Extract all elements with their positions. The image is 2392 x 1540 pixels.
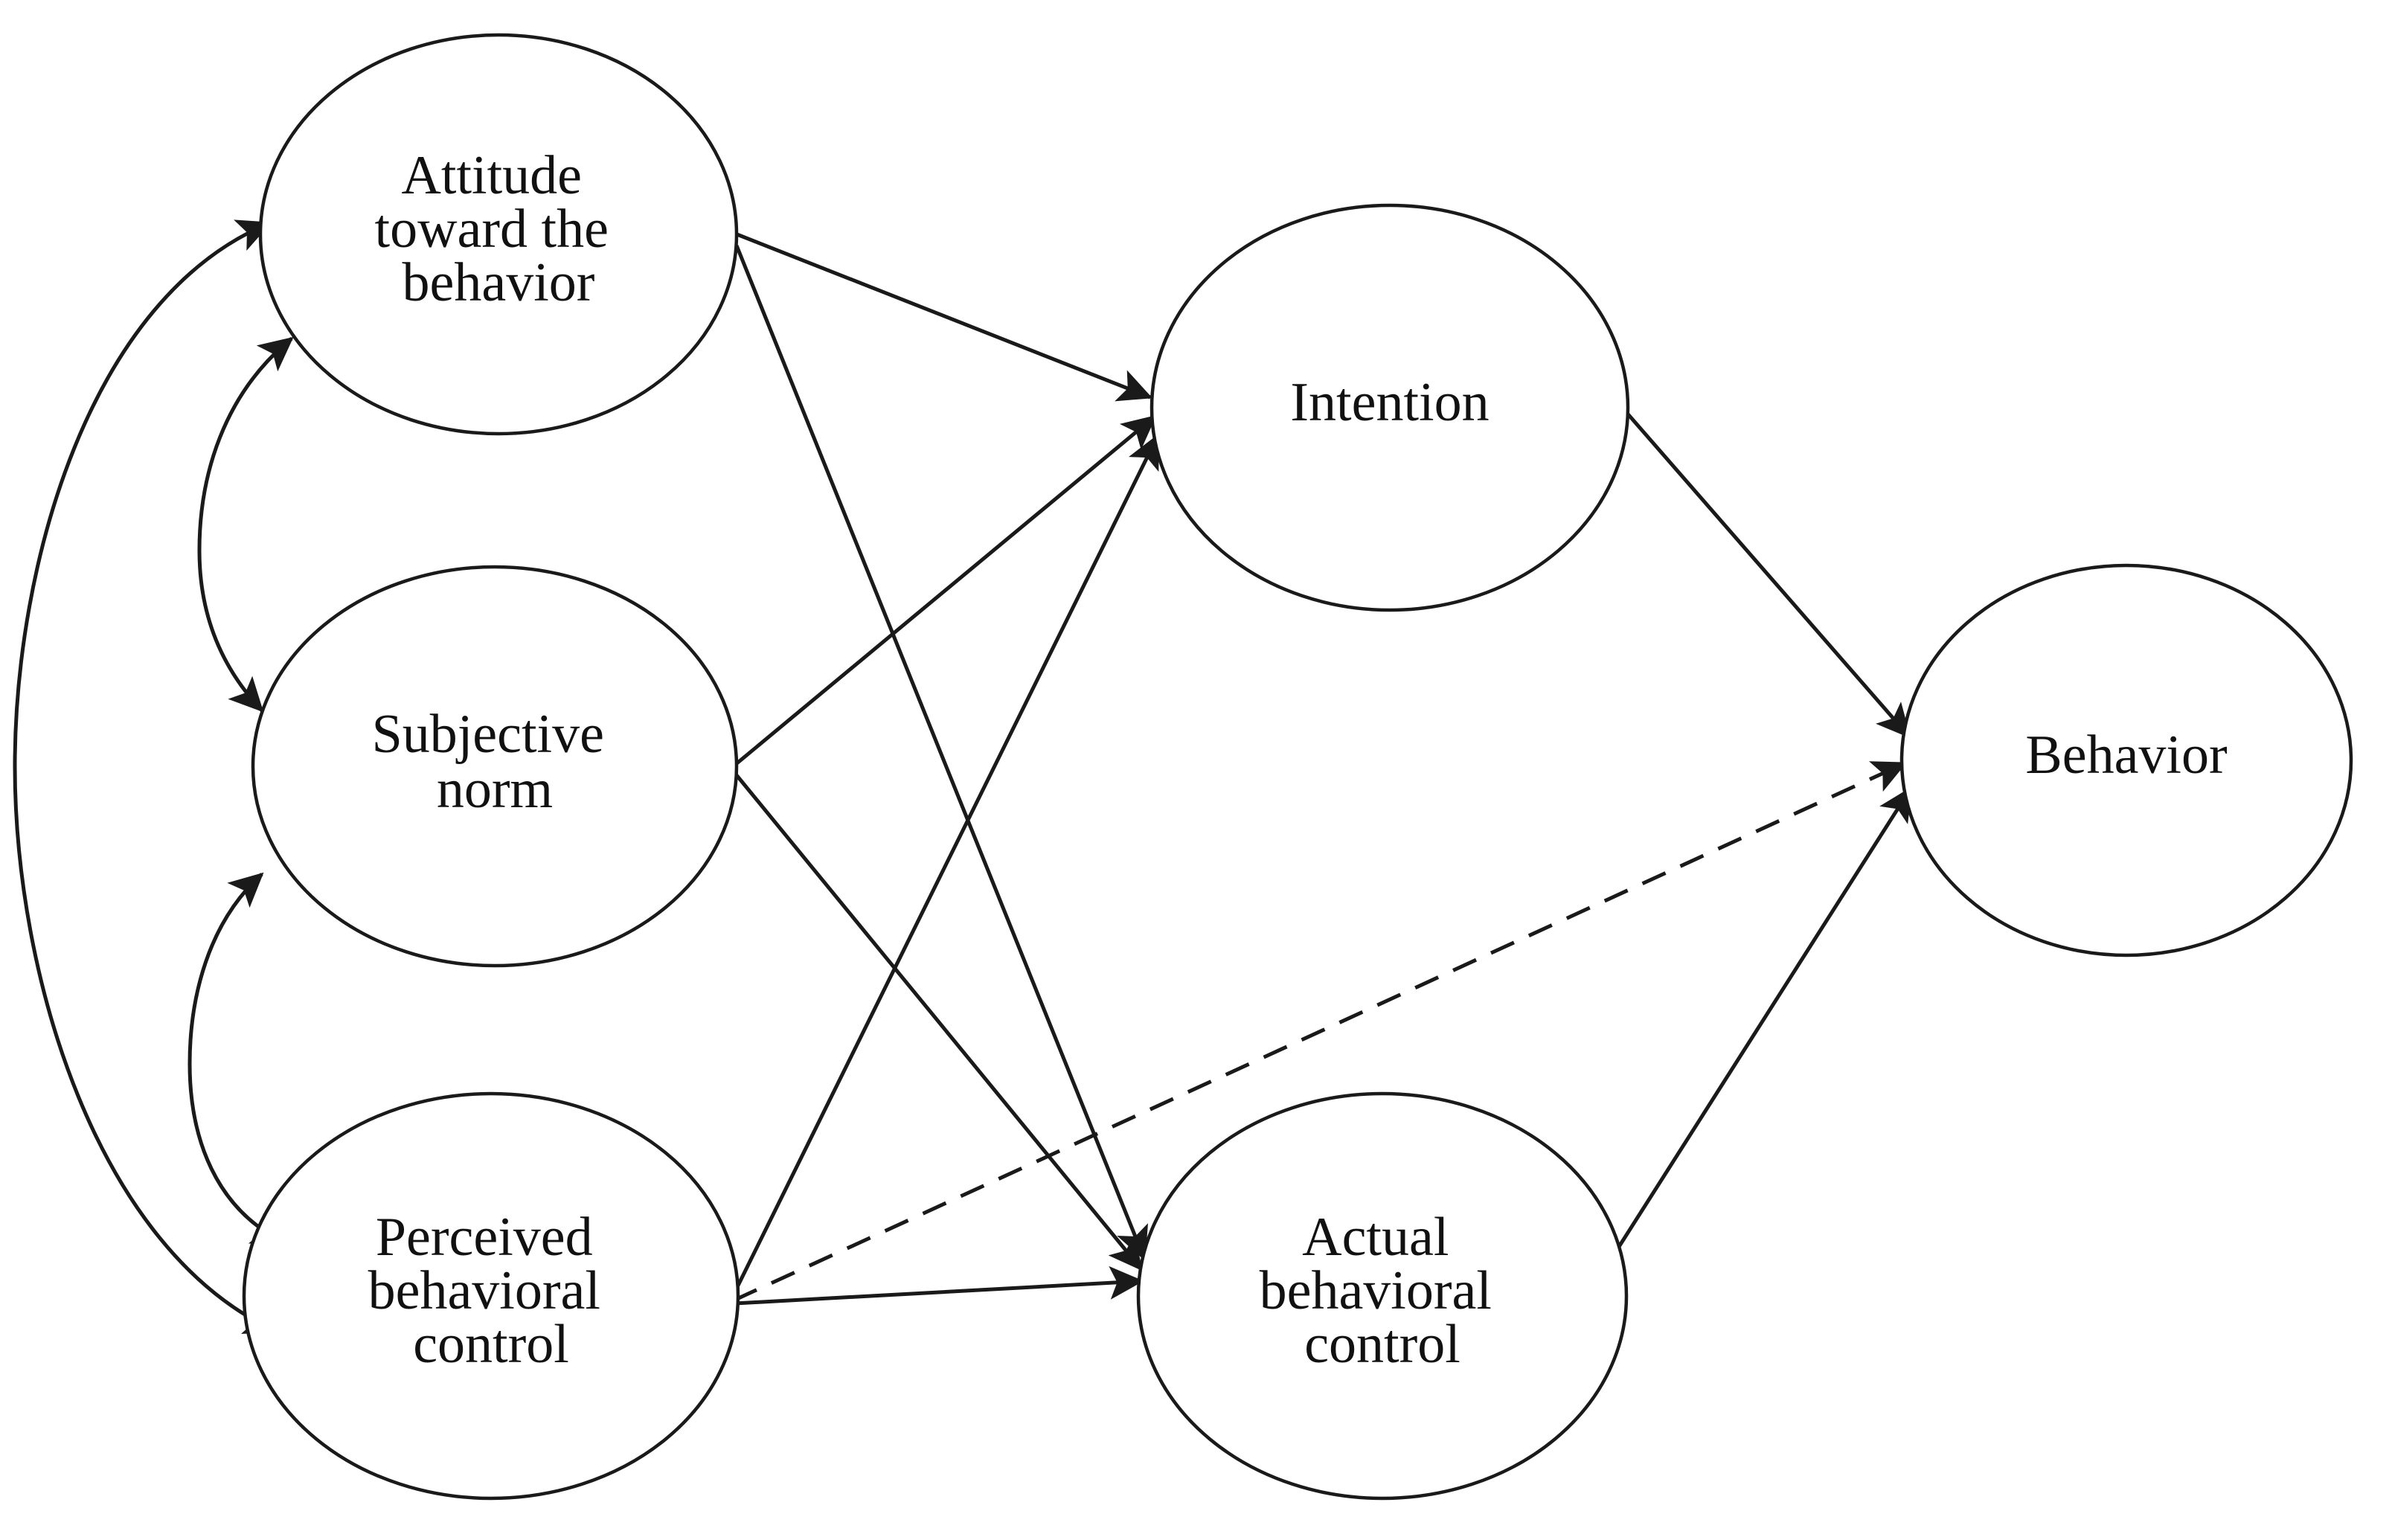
node-intention-label: Intention: [1290, 372, 1489, 433]
node-actual-behavioral-control[interactable]: Actual behavioral control: [1136, 1091, 1629, 1501]
node-actual-behavioral-control-label: Actual behavioral control: [1260, 1207, 1506, 1375]
node-behavior-label: Behavior: [2025, 725, 2227, 786]
node-attitude[interactable]: Attitude toward the behavior: [258, 33, 739, 436]
edge-attitude-to-actual-behavioral-control: [734, 245, 1149, 1262]
node-subjective-norm-ellipse: [251, 565, 739, 968]
edge-pbc-to-actual-behavioral-control: [734, 1265, 1144, 1306]
edge-subjective-norm-to-actual-behavioral-control: [735, 774, 1144, 1271]
node-subjective-norm[interactable]: Subjective norm: [251, 565, 739, 968]
node-attitude-ellipse: [258, 33, 739, 436]
node-attitude-label: Attitude toward the behavior: [375, 145, 623, 313]
edge-subjective-norm-to-intention: [734, 414, 1157, 766]
edge-pbc-to-behavior-dashed: [732, 761, 1908, 1303]
edge-intention-to-behavior: [1623, 409, 1911, 739]
node-actual-behavioral-control-ellipse: [1136, 1091, 1629, 1501]
node-behavior[interactable]: Behavior: [1899, 563, 2353, 957]
edges-to-actual-behavioral-control-group: [734, 245, 1149, 1306]
node-intention-ellipse: [1149, 203, 1630, 612]
edge-attitude-sn-correlation: [197, 336, 294, 713]
edge-sn-pbc-correlation: [187, 872, 286, 1245]
nodes-group: Attitude toward the behavior Subjective …: [242, 33, 2353, 1501]
node-perceived-behavioral-control-ellipse: [242, 1091, 740, 1501]
edge-actual-behavioral-control-to-behavior: [1614, 786, 1913, 1253]
node-intention[interactable]: Intention: [1149, 203, 1630, 612]
node-perceived-behavioral-control[interactable]: Perceived behavioral control: [242, 1091, 740, 1501]
edge-attitude-to-intention: [734, 231, 1153, 402]
node-subjective-norm-label: Subjective norm: [372, 704, 618, 820]
node-behavior-ellipse: [1899, 563, 2353, 957]
edges-to-intention-group: [731, 231, 1160, 1296]
correlation-curves-group: [13, 219, 294, 1334]
edge-attitude-pbc-correlation: [13, 219, 280, 1334]
node-perceived-behavioral-control-label: Perceived behavioral control: [368, 1207, 615, 1375]
edge-pbc-to-intention: [731, 434, 1160, 1296]
edges-to-behavior-group: [732, 409, 1913, 1303]
